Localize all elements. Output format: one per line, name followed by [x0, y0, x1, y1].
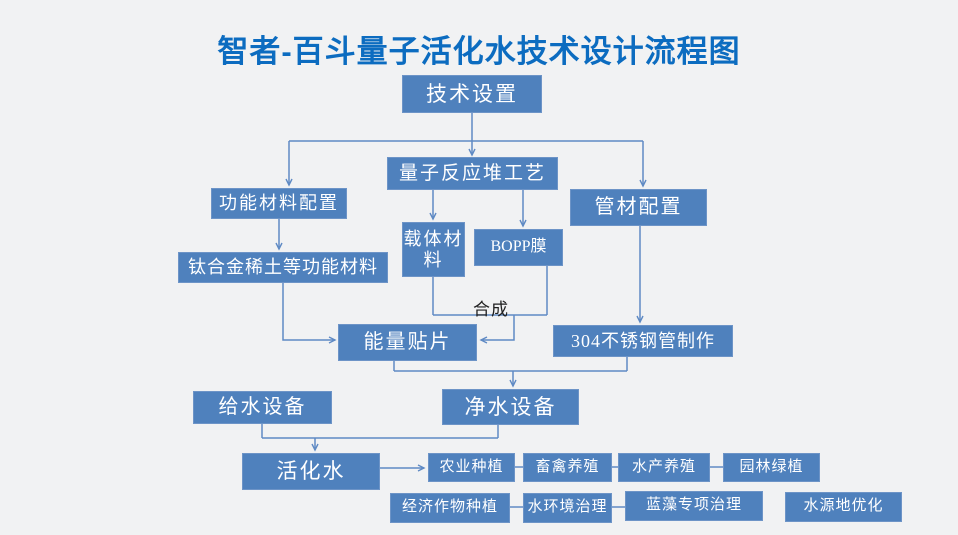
- page-title: 智者-百斗量子活化水技术设计流程图: [217, 34, 741, 69]
- synthesis-label: 合成: [473, 300, 509, 319]
- node-steel-pipe: 304不锈钢管制作: [553, 325, 733, 357]
- edge-synthesis-energypatch: [479, 315, 515, 344]
- node-agriculture: 农业种植: [428, 453, 515, 482]
- node-tech-setup: 技术设置: [402, 75, 542, 113]
- node-water-environment: 水环境治理: [523, 493, 612, 523]
- node-activated-water: 活化水: [242, 453, 380, 490]
- node-livestock: 畜禽养殖: [523, 453, 612, 482]
- node-blue-algae: 蓝藻专项治理: [625, 491, 763, 521]
- node-water-supply: 给水设备: [193, 391, 332, 424]
- node-bopp-film: BOPP膜: [474, 229, 563, 266]
- node-energy-patch: 能量贴片: [338, 324, 477, 361]
- node-pipe-config: 管材配置: [570, 189, 707, 226]
- node-garden-planting: 园林绿植: [723, 453, 820, 482]
- node-carrier-material: 载体材料: [402, 222, 465, 277]
- node-economic-crops: 经济作物种植: [390, 493, 510, 523]
- node-water-source: 水源地优化: [785, 492, 902, 522]
- edge-titanium-energypatch: [282, 283, 337, 344]
- node-aquaculture: 水产养殖: [618, 453, 710, 482]
- node-material-config: 功能材料配置: [211, 188, 347, 219]
- node-titanium-materials: 钛合金稀土等功能材料: [178, 252, 388, 283]
- node-water-purify: 净水设备: [442, 389, 579, 425]
- node-quantum-reactor: 量子反应堆工艺: [387, 157, 558, 190]
